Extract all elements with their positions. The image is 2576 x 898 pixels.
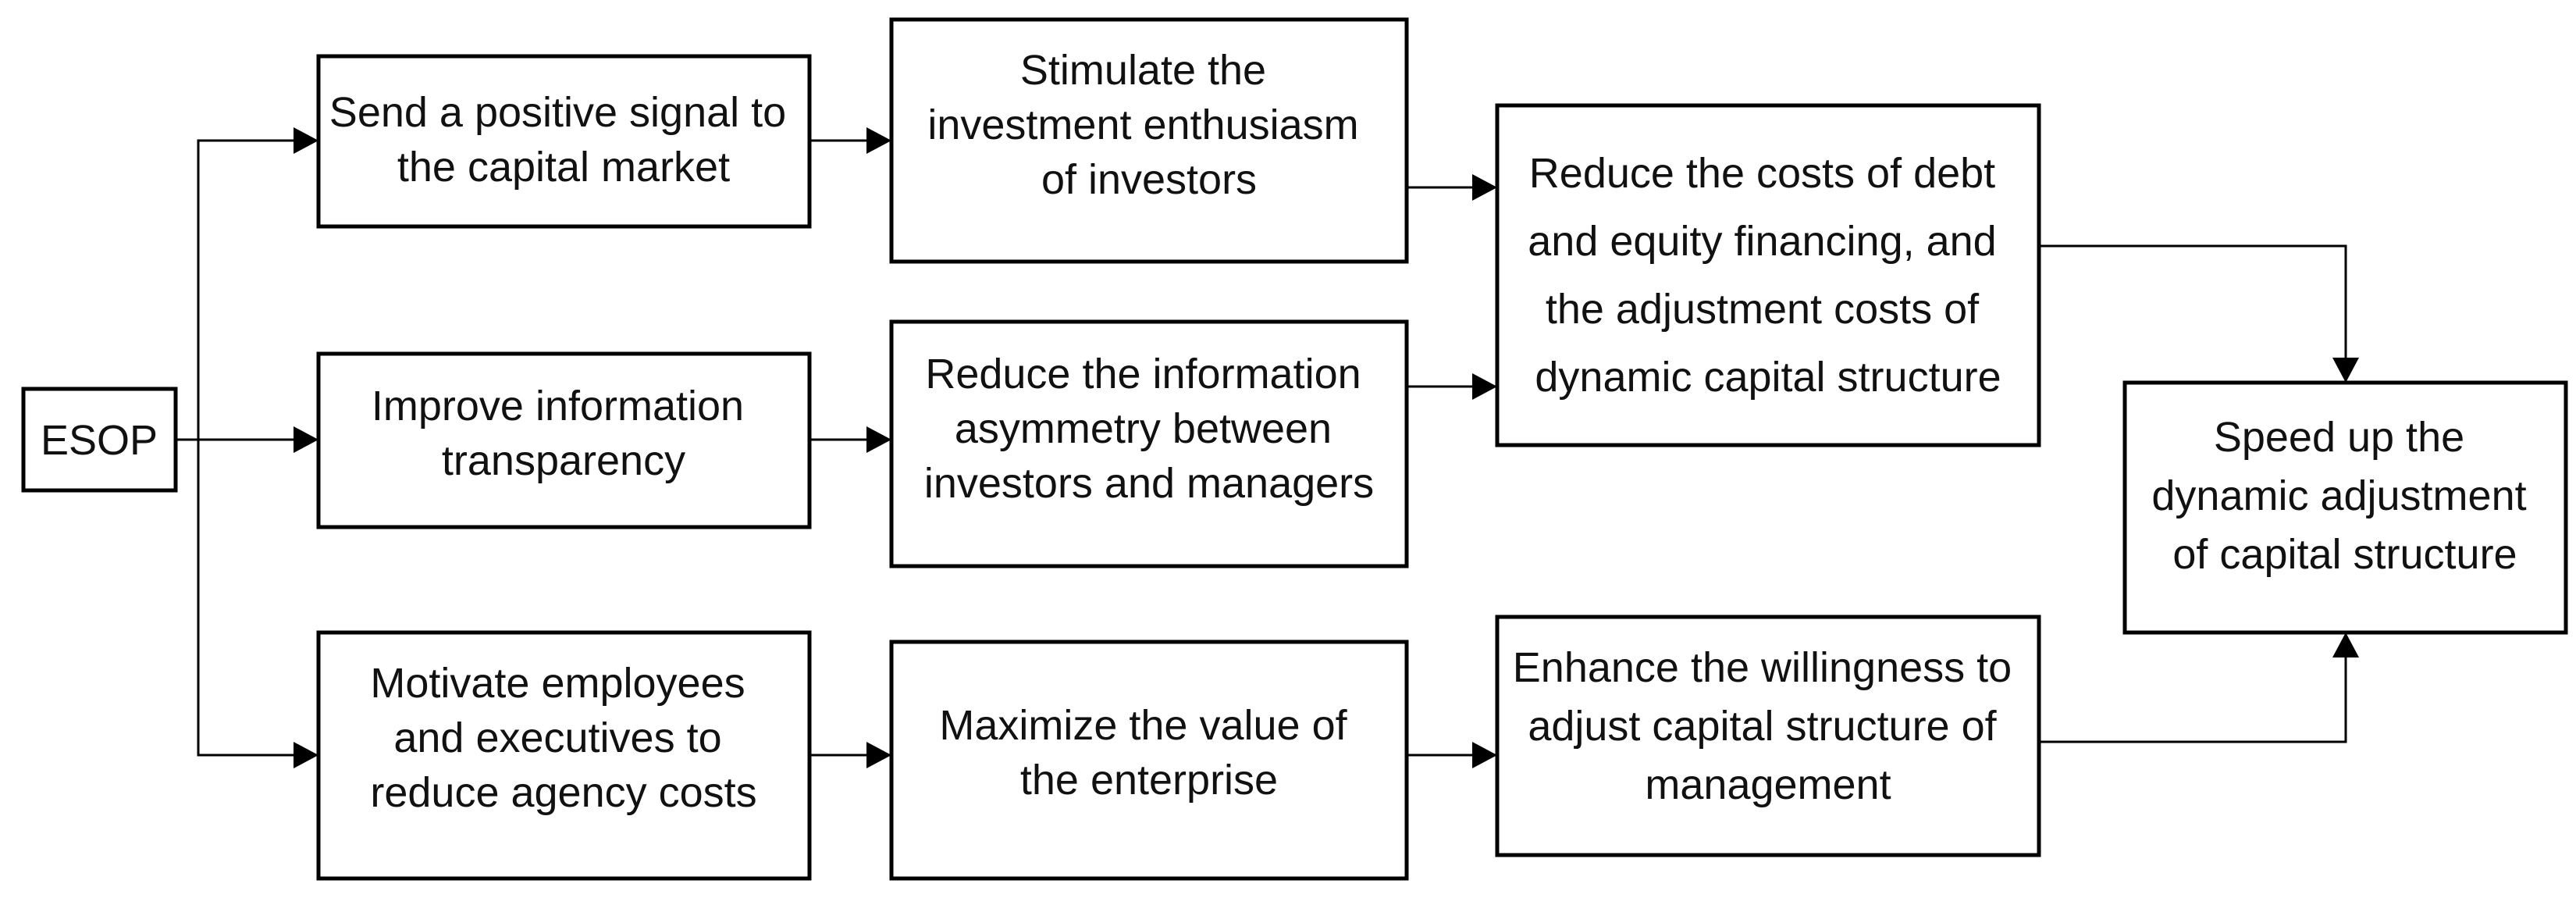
- node-stimulate-line: of investors: [1041, 156, 1257, 203]
- node-esop-line: ESOP: [41, 417, 158, 464]
- node-stimulate-line: Stimulate the: [1020, 47, 1266, 94]
- node-motivate-line: Motivate employees: [370, 660, 745, 707]
- edge-willingness-speedup: [2039, 656, 2347, 743]
- node-signal-line: the capital market: [397, 144, 730, 191]
- arrowhead-esop-signal: [294, 127, 318, 154]
- node-willingness-line: management: [1645, 761, 1891, 808]
- edge-costs-speedup: [2039, 244, 2347, 359]
- node-stimulate: Stimulate the investment enthusiasm of i…: [889, 17, 1409, 264]
- node-motivate-line: and executives to: [393, 714, 721, 761]
- svg-text:Stimulate the investment: Stimulate the investment enthusiasm of i…: [927, 47, 1370, 203]
- node-willingness-line: adjust capital structure of: [1528, 703, 1997, 750]
- arrowhead-motivate-maximize: [866, 742, 891, 768]
- node-motivate: Motivate employees and executives to red…: [316, 630, 812, 881]
- node-transparency: Improve information transparency: [316, 351, 812, 529]
- node-transparency-line: transparency: [442, 437, 685, 484]
- arrowhead-asymmetry-costs: [1472, 373, 1497, 400]
- arrowhead-maximize-willingness: [1472, 742, 1497, 768]
- node-speedup-line: dynamic adjustment: [2151, 472, 2526, 519]
- svg-text:Speed up the dynamic adj: Speed up the dynamic adjustment of capit…: [2151, 414, 2538, 578]
- arrowhead-stimulate-costs: [1472, 174, 1497, 201]
- svg-text:Improve information tran: Improve information transparency: [372, 383, 756, 484]
- arrowhead-willingness-speedup: [2332, 633, 2359, 657]
- node-maximize-line: the enterprise: [1020, 757, 1278, 804]
- svg-text:Reduce the information: Reduce the information asymmetry between…: [924, 351, 1374, 507]
- node-transparency-line: Improve information: [372, 383, 744, 429]
- node-maximize: Maximize the value of the enterprise: [889, 640, 1409, 881]
- node-costs-line: Reduce the costs of debt: [1529, 150, 1995, 197]
- node-signal-line: Send a positive signal to: [329, 89, 786, 136]
- svg-text:Send a positive signal to: Send a positive signal to the capital ma…: [329, 89, 798, 191]
- node-asymmetry-line: Reduce the information: [925, 351, 1361, 397]
- arrowhead-signal-stimulate: [866, 127, 891, 154]
- node-costs: Reduce the costs of debt and equity fina…: [1495, 103, 2041, 447]
- arrowhead-transparency-asymmetry: [866, 426, 891, 453]
- svg-text:Motivate employees and e: Motivate employees and executives to red…: [370, 660, 756, 816]
- svg-text:Enhance the willingness to: Enhance the willingness to adjust capita…: [1513, 644, 2023, 808]
- svg-text:Reduce the costs of debt: Reduce the costs of debt and equity fina…: [1528, 150, 2008, 401]
- arrowhead-esop-motivate: [294, 742, 318, 768]
- edge-esop-signal: [197, 139, 295, 440]
- node-costs-line: dynamic capital structure: [1535, 354, 2001, 401]
- node-speedup-line: of capital structure: [2172, 531, 2517, 578]
- arrowhead-costs-speedup: [2332, 358, 2359, 383]
- node-speedup-line: Speed up the: [2214, 414, 2464, 461]
- connectors: [176, 127, 2359, 768]
- node-stimulate-line: investment enthusiasm: [927, 102, 1358, 148]
- node-signal: Send a positive signal to the capital ma…: [316, 54, 812, 229]
- node-esop: ESOP: [21, 387, 178, 493]
- node-willingness-line: Enhance the willingness to: [1513, 644, 2012, 691]
- node-costs-line: and equity financing, and: [1528, 218, 1996, 265]
- svg-text:ESOP: ESOP: [41, 417, 158, 464]
- edge-esop-motivate: [197, 440, 295, 757]
- svg-text:Maximize the value of th: Maximize the value of the enterprise: [939, 702, 1358, 804]
- node-costs-line: the adjustment costs of: [1546, 286, 1980, 333]
- node-willingness: Enhance the willingness to adjust capita…: [1495, 615, 2041, 857]
- node-speedup: Speed up the dynamic adjustment of capit…: [2122, 380, 2568, 635]
- node-asymmetry-line: investors and managers: [924, 460, 1374, 507]
- node-motivate-line: reduce agency costs: [370, 769, 756, 816]
- node-maximize-line: Maximize the value of: [939, 702, 1347, 749]
- arrowhead-esop-transparency: [294, 426, 318, 453]
- node-asymmetry: Reduce the information asymmetry between…: [889, 319, 1409, 568]
- node-asymmetry-line: asymmetry between: [955, 405, 1332, 452]
